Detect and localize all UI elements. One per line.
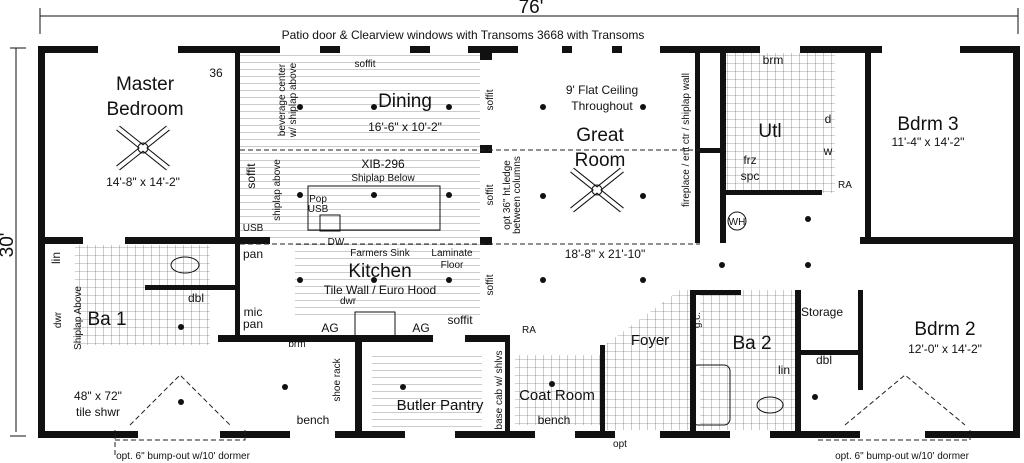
dryer-label: d <box>825 112 832 126</box>
double-closet-label: dbl <box>188 291 204 305</box>
fireplace-label: fireplace / ent ctr / shiplap wall <box>681 73 692 207</box>
drawer-label: dwr <box>53 311 64 328</box>
dimension-lines <box>10 8 1019 437</box>
ceiling-note-2: Throughout <box>571 99 633 113</box>
freezer-space-label: frz <box>743 153 756 167</box>
bench-label: bench <box>538 413 571 427</box>
bdrm3-label: Bdrm 3 <box>897 114 958 135</box>
floor-note: Laminate <box>431 248 473 259</box>
appliance-garage-label: AG <box>412 321 429 335</box>
appliance-garage-label: AG <box>321 321 338 335</box>
width-dimension: 76' <box>519 0 544 18</box>
range <box>354 311 396 338</box>
pop-usb-label: Pop <box>309 194 327 205</box>
bench-label: bench <box>297 413 330 427</box>
ledge-label: opt 36" ht.ledge <box>502 160 513 230</box>
farmers-sink-label: Farmers Sink <box>350 248 410 259</box>
dining-size: 16'-6" x 10'-2" <box>368 120 442 134</box>
butler-pantry-label: Butler Pantry <box>397 397 484 414</box>
return-air-label: RA <box>838 180 852 191</box>
ceiling-note: 9' Flat Ceiling <box>566 83 638 97</box>
water-heater-label: WH <box>729 217 746 228</box>
ceiling-fans <box>116 125 624 213</box>
foyer-floor <box>605 290 690 430</box>
island-model: XIB-296 <box>361 157 405 171</box>
floor-note-2: Floor <box>441 260 464 271</box>
return-air-label: RA <box>522 325 536 336</box>
ba1-label: Ba 1 <box>87 309 126 330</box>
utility-broom-label: brm <box>763 53 784 67</box>
optional-door-label: opt <box>613 439 627 450</box>
dishwasher-label: DW <box>328 237 345 248</box>
microwave-pantry-label: mic <box>244 305 263 319</box>
shower-label: tile shwr <box>76 405 120 419</box>
island-note: Shiplap Below <box>351 173 415 184</box>
light-fixtures <box>178 104 818 405</box>
foyer-label: Foyer <box>631 332 669 349</box>
double-closet-label: dbl <box>816 353 832 367</box>
dining-label: Dining <box>378 91 432 112</box>
dashed-outlines <box>114 149 971 455</box>
great-room-label-2: Room <box>575 150 626 171</box>
top-note: Patio door & Clearview windows with Tran… <box>282 28 645 42</box>
bumpout-note-left: opt. 6" bump-out w/10' dormer <box>116 451 251 462</box>
dining-soffit: soffit <box>355 59 376 70</box>
broom-closet-label: brm <box>288 339 305 350</box>
master-door-size: 36 <box>209 66 223 80</box>
beverage-center-label-2: w/ shiplap above <box>288 62 299 138</box>
coat-floor <box>515 355 605 425</box>
soffit-label: soffit <box>447 313 473 327</box>
walls <box>38 46 1020 438</box>
linen-label: lin <box>778 363 790 377</box>
great-room-label-1: Great <box>576 125 624 146</box>
linen-label: lin <box>49 252 63 264</box>
utility-label: Utl <box>758 121 781 142</box>
pantry-label: pan <box>243 247 263 261</box>
shoe-rack-label: shoe rack <box>332 357 343 401</box>
shiplap-above-label: Shiplap Above <box>73 286 84 350</box>
toilet <box>756 396 784 414</box>
base-cabinet-label: base cab w/ shlvs <box>494 351 505 430</box>
great-room-size: 18'-8" x 21'-10" <box>565 247 645 261</box>
coat-room-label: Coat Room <box>519 387 595 404</box>
pantry-floor <box>372 350 482 430</box>
ledge-label-2: between columns <box>512 156 523 234</box>
bdrm2-label: Bdrm 2 <box>914 319 975 340</box>
usb-label: USB <box>243 223 264 234</box>
master-label-1: Master <box>116 74 175 95</box>
utility-floor <box>725 53 835 193</box>
grab-closet-label: g.c. <box>692 312 703 328</box>
soffit-label: soffit <box>485 274 496 295</box>
master-size: 14'-8" x 14'-2" <box>106 175 180 189</box>
shiplap-above-label: shiplap above <box>272 159 283 221</box>
bumpout-note-right: opt. 6" bump-out w/10' dormer <box>835 451 970 462</box>
microwave-pantry-label-2: pan <box>243 317 263 331</box>
hood-note: Tile Wall / Euro Hood <box>324 283 436 297</box>
water-heater <box>727 211 747 231</box>
soffit-label: soffit <box>485 89 496 110</box>
bdrm3-size: 11'-4" x 14'-2" <box>892 135 965 149</box>
drawer-label: dwr <box>340 296 357 307</box>
storage-label: Storage <box>801 305 843 319</box>
sink <box>319 214 341 232</box>
depth-dimension: 30' <box>0 233 18 258</box>
master-label-2: Bedroom <box>106 99 183 120</box>
soffit-label: soffit <box>485 184 496 205</box>
bathtub <box>691 364 731 426</box>
ba1-floor <box>75 245 210 345</box>
bdrm2-size: 12'-0" x 14'-2" <box>908 342 982 356</box>
toilet <box>170 256 200 274</box>
kitchen-label: Kitchen <box>348 261 411 282</box>
soffit-label: soffit <box>244 163 258 189</box>
beverage-center-label: beverage center <box>277 63 288 136</box>
freezer-space-label-2: spc <box>741 169 760 183</box>
pop-usb-label-2: USB <box>308 204 329 215</box>
ba2-label: Ba 2 <box>732 333 771 354</box>
ba2-floor <box>700 290 795 430</box>
washer-label: w <box>823 144 833 158</box>
shower-size: 48" x 72" <box>74 389 122 403</box>
